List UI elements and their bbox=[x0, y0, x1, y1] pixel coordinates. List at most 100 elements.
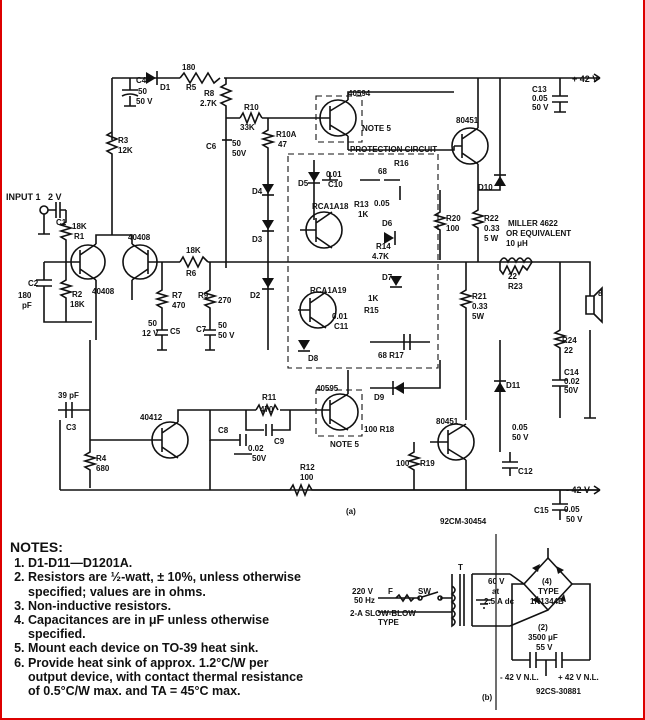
note-item: Capacitances are in μF unless otherwise … bbox=[28, 613, 310, 641]
svg-text:0.05: 0.05 bbox=[532, 94, 548, 103]
c2-capacitor: C2 180 pF bbox=[18, 261, 66, 310]
note-item: Provide heat sink of approx. 1.2°C/W per… bbox=[28, 656, 310, 699]
svg-text:2.7K: 2.7K bbox=[200, 99, 217, 108]
svg-text:D7: D7 bbox=[382, 273, 393, 282]
r21-resistor: R21 0.33 5W bbox=[458, 262, 488, 420]
c15-capacitor: C15 0.05 50 V bbox=[534, 490, 583, 524]
svg-text:R4: R4 bbox=[96, 454, 107, 463]
svg-text:1N1344B: 1N1344B bbox=[530, 597, 564, 606]
d11-diode: D11 bbox=[494, 340, 521, 440]
svg-text:R10: R10 bbox=[244, 103, 259, 112]
note-item: D1-D11—D1201A. bbox=[28, 556, 310, 570]
c6-capacitor: C6 50 50V bbox=[206, 139, 247, 158]
r3-resistor: R3 12K bbox=[104, 131, 133, 235]
svg-text:0.05: 0.05 bbox=[374, 199, 390, 208]
svg-text:50: 50 bbox=[138, 87, 147, 96]
svg-text:F: F bbox=[388, 587, 393, 596]
svg-text:1K: 1K bbox=[368, 294, 378, 303]
svg-text:R16: R16 bbox=[394, 159, 409, 168]
r20-resistor: R20 100 bbox=[432, 190, 461, 260]
svg-text:12 V: 12 V bbox=[142, 329, 159, 338]
svg-text:C12: C12 bbox=[518, 467, 533, 476]
protection-components: D5 0.01 C10 68 R16 RCA1A18 R13 1K 0.05 D… bbox=[298, 159, 430, 363]
svg-text:39 pF: 39 pF bbox=[58, 391, 79, 400]
note-item: Mount each device on TO-39 heat sink. bbox=[28, 641, 310, 655]
svg-text:D9: D9 bbox=[374, 393, 385, 402]
speaker: 8 bbox=[560, 261, 603, 419]
svg-text:TYPE: TYPE bbox=[538, 587, 560, 596]
svg-text:12K: 12K bbox=[118, 146, 133, 155]
svg-text:4.7K: 4.7K bbox=[372, 252, 389, 261]
svg-text:100: 100 bbox=[300, 473, 314, 482]
c13-capacitor: C13 0.05 50 V bbox=[532, 78, 568, 113]
svg-text:C2: C2 bbox=[28, 279, 39, 288]
svg-text:+ 42 V N.L.: + 42 V N.L. bbox=[558, 673, 599, 682]
q80451-bottom-transistor: 80451 bbox=[430, 417, 475, 490]
svg-text:0.05: 0.05 bbox=[512, 423, 528, 432]
svg-text:50: 50 bbox=[232, 139, 241, 148]
svg-text:D11: D11 bbox=[506, 381, 521, 390]
svg-text:0.33: 0.33 bbox=[484, 224, 500, 233]
svg-text:C9: C9 bbox=[274, 437, 285, 446]
svg-text:C8: C8 bbox=[218, 426, 229, 435]
svg-text:R20: R20 bbox=[446, 214, 461, 223]
r11-c9: R11 470 C9 bbox=[210, 393, 330, 446]
svg-text:D6: D6 bbox=[382, 219, 393, 228]
figure-a-label: (a) bbox=[346, 507, 356, 516]
svg-text:R7: R7 bbox=[172, 291, 183, 300]
svg-text:220 V: 220 V bbox=[352, 587, 374, 596]
svg-text:0.33: 0.33 bbox=[472, 302, 488, 311]
svg-text:NOTE 5: NOTE 5 bbox=[330, 440, 359, 449]
svg-text:C4: C4 bbox=[136, 76, 147, 85]
svg-text:40594: 40594 bbox=[348, 89, 371, 98]
svg-text:D1: D1 bbox=[160, 83, 171, 92]
svg-text:R13: R13 bbox=[354, 200, 369, 209]
svg-text:C15: C15 bbox=[534, 506, 549, 515]
svg-text:D8: D8 bbox=[308, 354, 319, 363]
notes-list: D1-D11—D1201A. Resistors are ½-watt, ± 1… bbox=[10, 556, 310, 698]
r7-resistor: R7 470 50 12 V C5 bbox=[142, 262, 186, 351]
svg-text:C7: C7 bbox=[196, 325, 207, 334]
svg-text:TYPE: TYPE bbox=[378, 618, 400, 627]
svg-text:R10A: R10A bbox=[276, 130, 297, 139]
svg-text:68 R17: 68 R17 bbox=[378, 351, 404, 360]
q80451-top-transistor: 80451 bbox=[451, 78, 489, 190]
svg-text:- 42 V N.L.: - 42 V N.L. bbox=[500, 673, 539, 682]
svg-text:D4: D4 bbox=[252, 187, 263, 196]
svg-text:R8: R8 bbox=[204, 89, 215, 98]
r19-resistor: 100 R19 bbox=[396, 442, 435, 490]
svg-text:50 V: 50 V bbox=[566, 515, 583, 524]
svg-text:NOTE 5: NOTE 5 bbox=[362, 124, 391, 133]
svg-text:T: T bbox=[458, 563, 463, 572]
r5-ref: R5 bbox=[186, 83, 197, 92]
svg-text:C3: C3 bbox=[66, 423, 77, 432]
svg-text:(4): (4) bbox=[542, 577, 552, 586]
svg-text:50: 50 bbox=[218, 321, 227, 330]
notes-block: NOTES: D1-D11—D1201A. Resistors are ½-wa… bbox=[10, 540, 310, 698]
svg-text:18K: 18K bbox=[70, 300, 85, 309]
miller-inductor: MILLER 4622 OR EQUIVALENT 10 μH 22 R23 bbox=[499, 219, 571, 291]
diff-pair-wires bbox=[95, 234, 133, 340]
svg-text:R21: R21 bbox=[472, 292, 487, 301]
svg-text:40412: 40412 bbox=[140, 413, 163, 422]
svg-text:(b): (b) bbox=[482, 693, 493, 702]
svg-text:180: 180 bbox=[18, 291, 32, 300]
svg-text:R19: R19 bbox=[420, 459, 435, 468]
svg-text:INPUT 1: INPUT 1 bbox=[6, 192, 41, 202]
protection-label: PROTECTION CIRCUIT bbox=[350, 145, 437, 154]
svg-text:C14: C14 bbox=[564, 368, 579, 377]
svg-text:50 V: 50 V bbox=[532, 103, 549, 112]
svg-text:R2: R2 bbox=[72, 290, 83, 299]
svg-text:40595: 40595 bbox=[316, 384, 339, 393]
figure-a-code: 92CM-30454 bbox=[440, 517, 487, 526]
svg-text:R11: R11 bbox=[262, 393, 277, 402]
svg-text:1K: 1K bbox=[358, 210, 368, 219]
svg-text:R22: R22 bbox=[484, 214, 499, 223]
svg-text:5W: 5W bbox=[472, 312, 484, 321]
svg-text:68: 68 bbox=[378, 167, 387, 176]
svg-text:C11: C11 bbox=[334, 322, 349, 331]
d9-r18: D9 100 R18 bbox=[364, 360, 441, 434]
svg-text:OR EQUIVALENT: OR EQUIVALENT bbox=[506, 229, 571, 238]
svg-text:D3: D3 bbox=[252, 235, 263, 244]
svg-text:22: 22 bbox=[508, 272, 517, 281]
